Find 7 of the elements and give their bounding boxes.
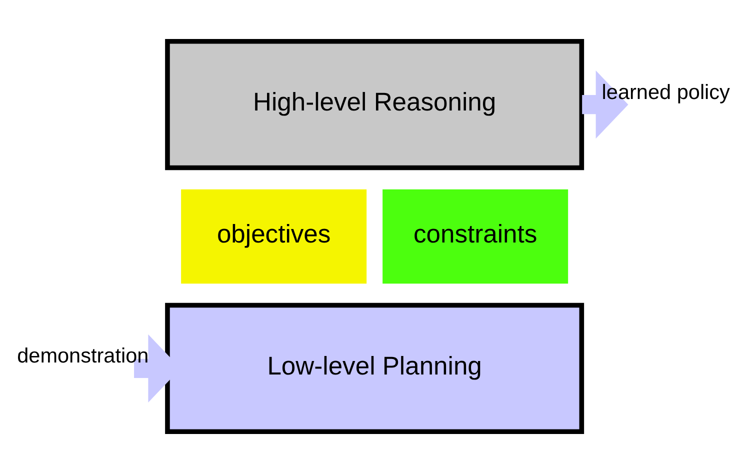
node-box: objectives [181,188,367,284]
edge-label: demonstration [17,344,149,368]
node-box: constraints [382,188,568,284]
node-box: Low-level Planning [165,302,584,434]
arrow [582,70,628,138]
edge-label: learned policy [602,80,730,104]
node-box: High-level Reasoning [165,38,584,170]
